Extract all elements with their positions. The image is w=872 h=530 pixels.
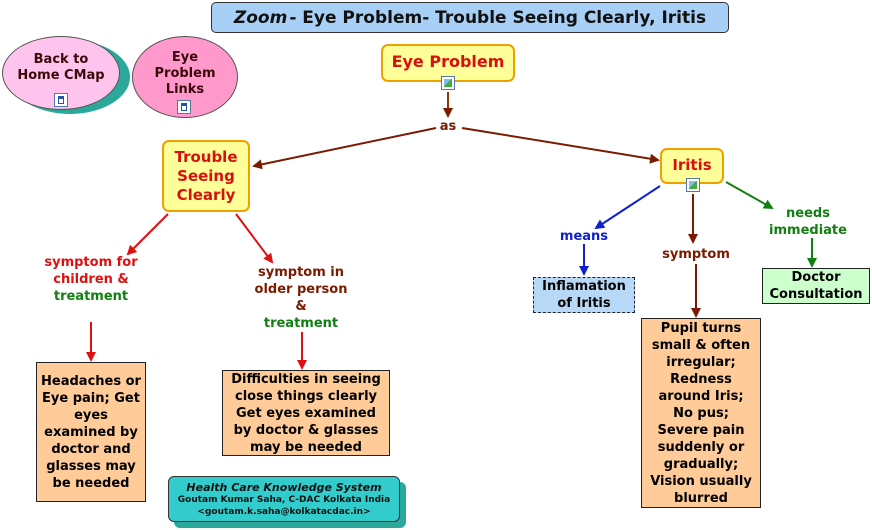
link-as: as bbox=[439, 119, 457, 134]
link-symptom: symptom bbox=[662, 247, 730, 262]
eye-links-label: Eye Problem Links bbox=[154, 50, 216, 97]
edge-iritis-means bbox=[594, 185, 661, 230]
image-icon[interactable] bbox=[686, 178, 700, 192]
box-pupil: Pupil turns small & often irregular; Red… bbox=[641, 318, 761, 508]
link-needs-immediate: needs immediate bbox=[769, 206, 847, 238]
concept-eye-problem[interactable]: Eye Problem bbox=[381, 44, 515, 82]
back-home-label: Back to Home CMap bbox=[17, 52, 105, 83]
back-home-button[interactable]: Back to Home CMap bbox=[2, 36, 120, 110]
title-zoom: Zoom bbox=[233, 7, 288, 28]
box-inflamation: Inflamation of Iritis bbox=[533, 277, 635, 313]
footer-credit: Health Care Knowledge System Goutam Kuma… bbox=[168, 476, 400, 522]
link-treatment-2: treatment bbox=[263, 316, 339, 331]
edge-as-trouble bbox=[252, 127, 437, 170]
concept-eye-problem-label: Eye Problem bbox=[391, 52, 505, 71]
concept-iritis-label: Iritis bbox=[672, 156, 712, 174]
concept-trouble-seeing[interactable]: Trouble Seeing Clearly bbox=[162, 140, 250, 212]
footer-system: Health Care Knowledge System bbox=[186, 481, 382, 494]
edge-trouble-children bbox=[126, 213, 169, 256]
box-headaches: Headaches or Eye pain; Get eyes examined… bbox=[36, 362, 146, 502]
link-symptom-children: symptom for children & treatment bbox=[44, 255, 138, 304]
cmap-icon[interactable] bbox=[177, 100, 191, 114]
concept-trouble-label: Trouble Seeing Clearly bbox=[174, 147, 238, 204]
edge-trouble-older bbox=[235, 213, 274, 264]
link-symptom-older: symptom in older person & treatment bbox=[254, 265, 348, 331]
title-text: - Eye Problem- Trouble Seeing Clearly, I… bbox=[289, 7, 707, 28]
footer-email: <goutam.k.saha@kolkatacdac.in> bbox=[197, 507, 371, 517]
image-icon[interactable] bbox=[441, 76, 455, 90]
edge-as-iritis bbox=[461, 127, 660, 164]
link-means: means bbox=[559, 229, 609, 244]
footer-author: Goutam Kumar Saha, C-DAC Kolkata India bbox=[177, 495, 391, 505]
box-doctor-consultation: Doctor Consultation bbox=[762, 268, 870, 304]
edge-iritis-needs bbox=[725, 181, 774, 209]
cmap-icon[interactable] bbox=[54, 93, 68, 107]
page-title: Zoom - Eye Problem- Trouble Seeing Clear… bbox=[211, 2, 729, 33]
box-difficulties: Difficulties in seeing close things clea… bbox=[222, 370, 390, 456]
eye-links-button[interactable]: Eye Problem Links bbox=[132, 36, 238, 118]
link-treatment-1: treatment bbox=[53, 289, 129, 304]
